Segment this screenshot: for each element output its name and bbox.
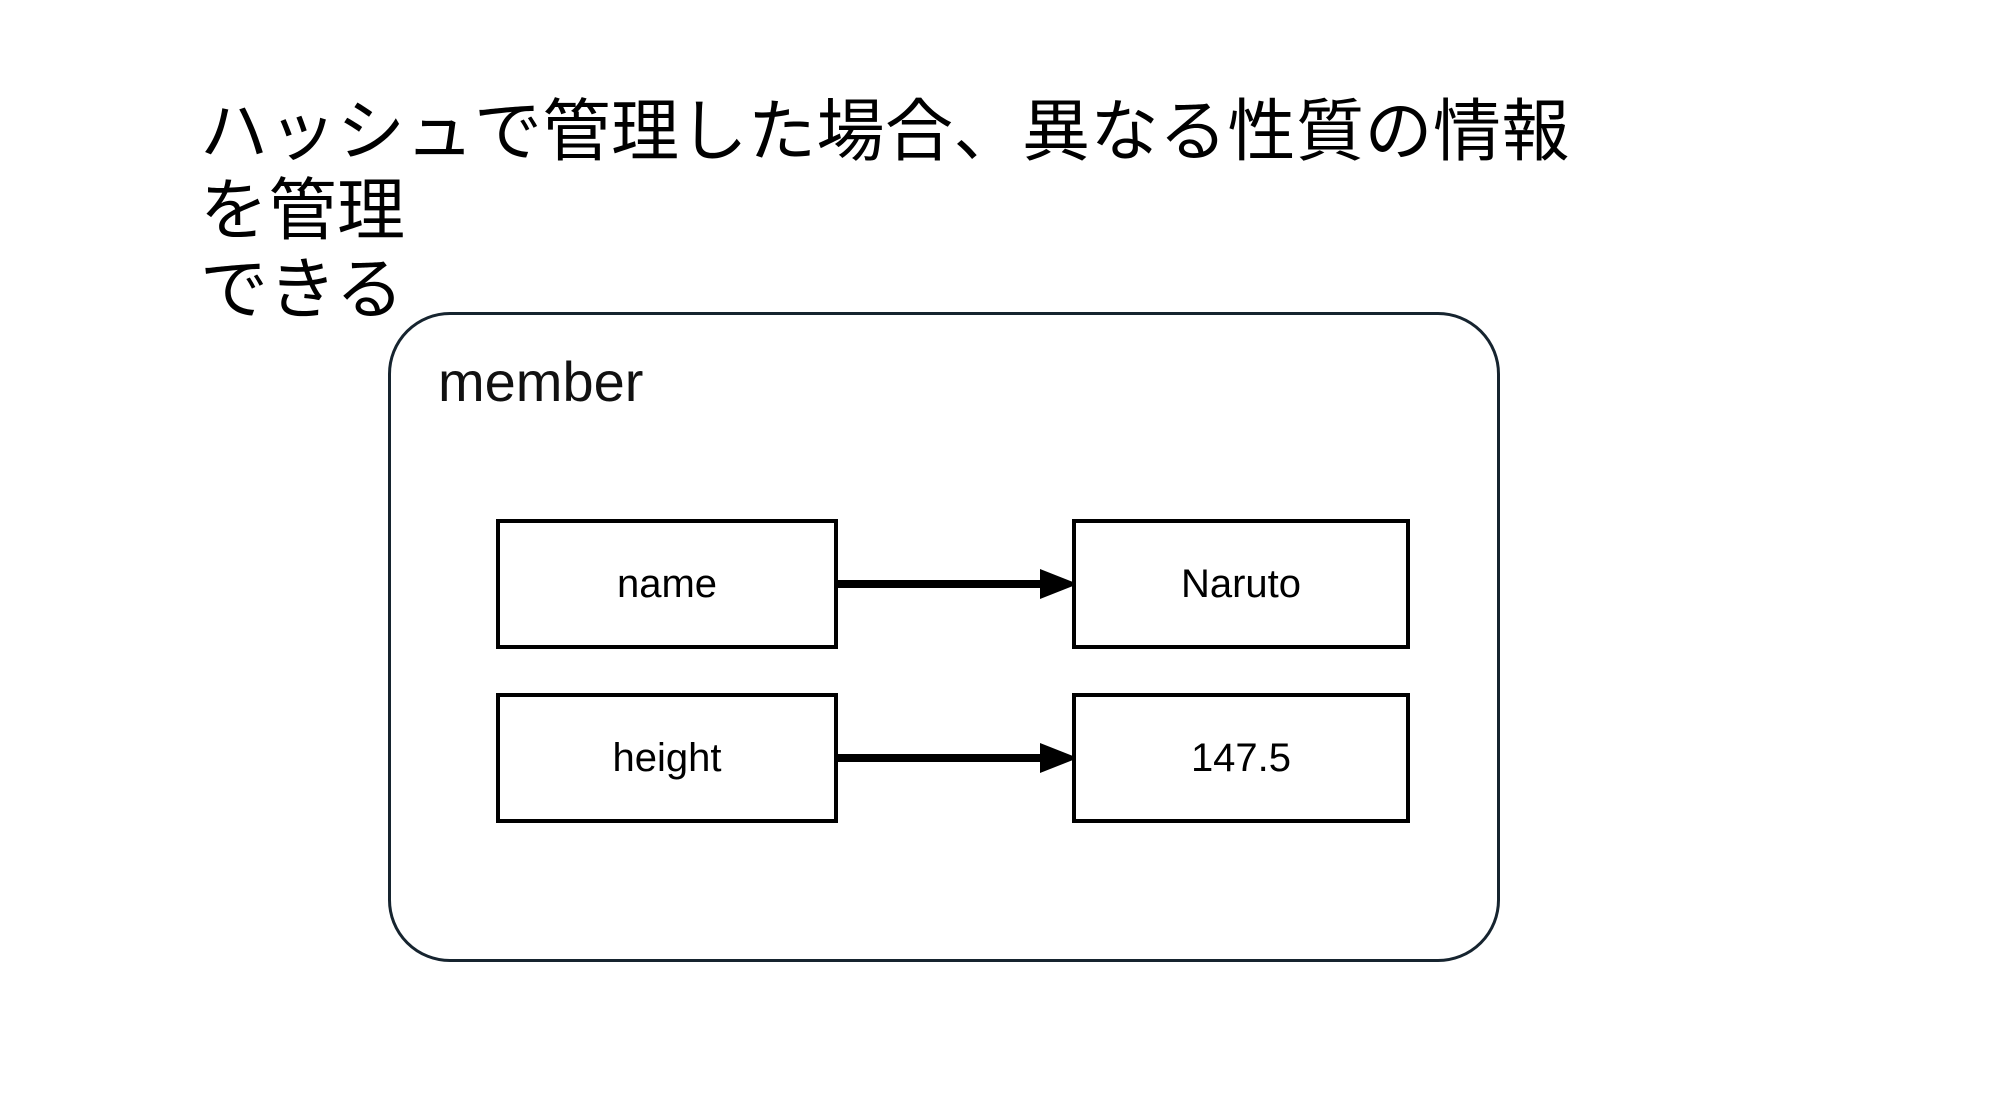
hash-container-label: member: [438, 350, 644, 413]
page-title: ハッシュで管理した場合、異なる性質の情報を管理 できる: [200, 94, 1571, 328]
arrow-right-icon-name: [834, 567, 1078, 601]
arrow-right-icon-height: [834, 741, 1078, 775]
hash-container: [388, 312, 1500, 962]
value-box-name: Naruto: [1072, 519, 1410, 649]
key-box-height: height: [496, 693, 838, 823]
key-box-name: name: [496, 519, 838, 649]
value-box-height: 147.5: [1072, 693, 1410, 823]
